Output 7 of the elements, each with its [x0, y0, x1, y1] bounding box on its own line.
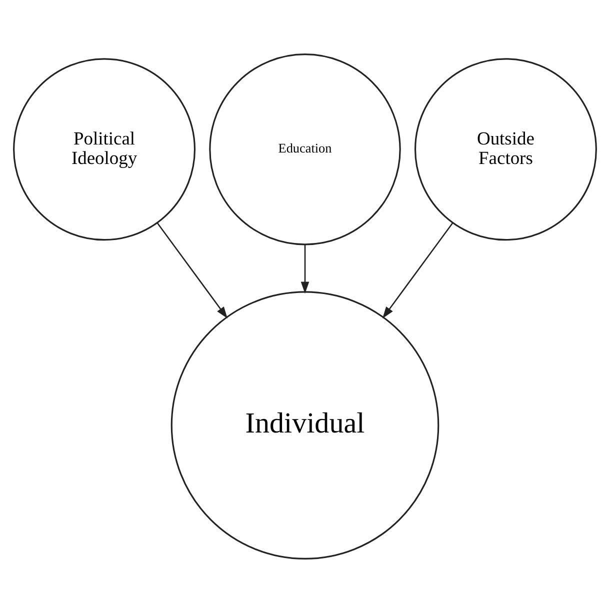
node-circle: Political Ideology — [13, 58, 196, 241]
node-circle: Education — [209, 53, 401, 246]
node-circle: Individual — [170, 291, 440, 560]
arrow — [382, 222, 454, 319]
arrow — [300, 244, 310, 294]
node-circle: Outside Factors — [414, 58, 597, 241]
arrow — [156, 222, 228, 319]
